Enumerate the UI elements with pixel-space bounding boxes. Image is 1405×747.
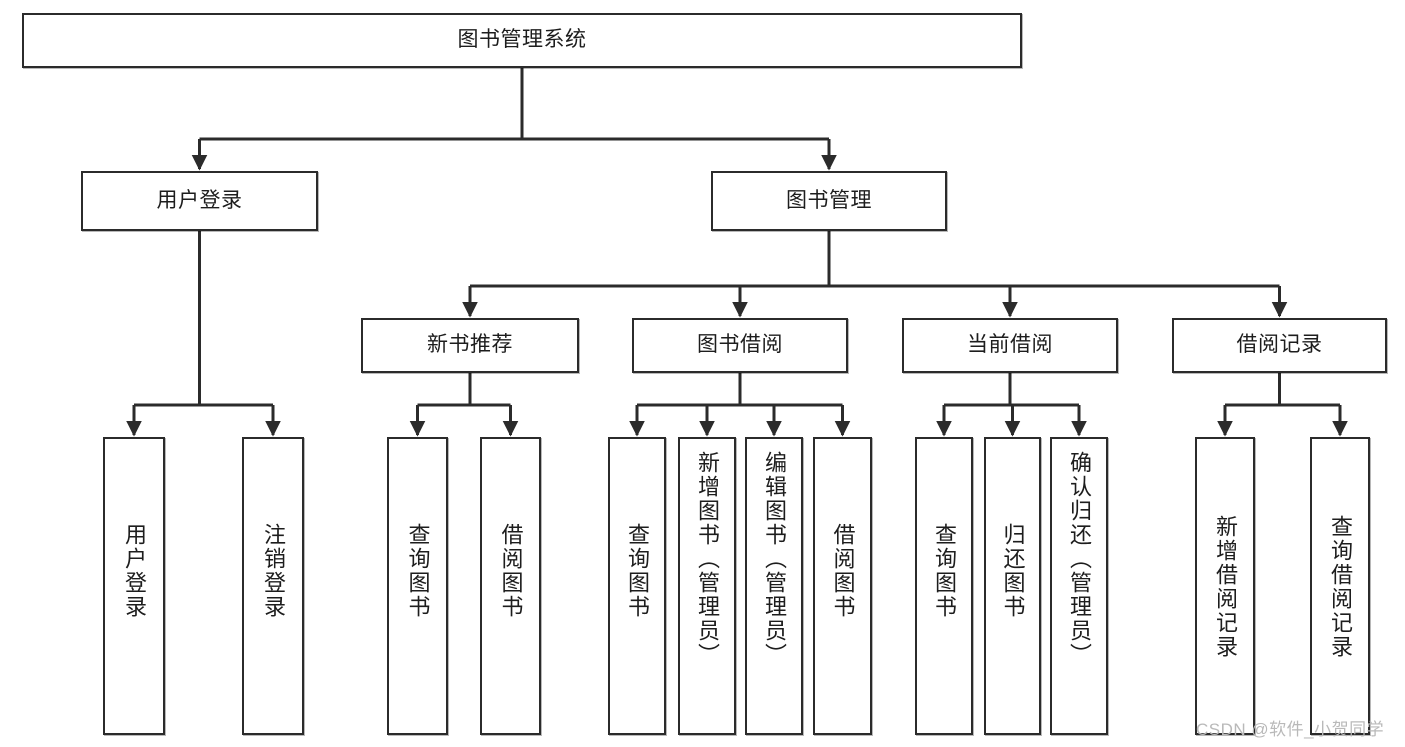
leaf-borrow-book-recommend[interactable]: 借阅图书 xyxy=(480,437,541,735)
leaf-logout-label: 注销登录 xyxy=(261,523,286,619)
node-borrowing-record-label: 借阅记录 xyxy=(1236,333,1323,357)
leaf-logout[interactable]: 注销登录 xyxy=(242,437,304,735)
leaf-confirm-return-admin[interactable]: 确认归还（管理员） xyxy=(1050,437,1108,735)
leaf-query-book-borrowing[interactable]: 查询图书 xyxy=(608,437,666,735)
leaf-add-book-admin-label: 新增图书（管理员） xyxy=(695,451,720,667)
leaf-query-book-recommend[interactable]: 查询图书 xyxy=(387,437,448,735)
node-root[interactable]: 图书管理系统 xyxy=(22,13,1022,68)
node-book-management[interactable]: 图书管理 xyxy=(711,171,947,231)
leaf-user-login-label: 用户登录 xyxy=(122,523,147,619)
leaf-borrow-book-borrowing-label: 借阅图书 xyxy=(830,523,856,619)
leaf-user-login[interactable]: 用户登录 xyxy=(103,437,165,735)
node-new-book-recommendation[interactable]: 新书推荐 xyxy=(361,318,579,373)
node-book-borrowing[interactable]: 图书借阅 xyxy=(632,318,848,373)
leaf-edit-book-admin[interactable]: 编辑图书（管理员） xyxy=(745,437,803,735)
node-current-borrowing[interactable]: 当前借阅 xyxy=(902,318,1118,373)
node-current-borrowing-label: 当前借阅 xyxy=(967,333,1053,357)
leaf-borrow-book-borrowing[interactable]: 借阅图书 xyxy=(813,437,872,735)
leaf-query-book-borrowing-label: 查询图书 xyxy=(625,523,650,619)
leaf-return-book-label: 归还图书 xyxy=(1000,523,1026,619)
node-book-management-label: 图书管理 xyxy=(786,188,872,212)
leaf-query-book-current[interactable]: 查询图书 xyxy=(915,437,973,735)
node-root-label: 图书管理系统 xyxy=(457,28,587,52)
leaf-query-book-recommend-label: 查询图书 xyxy=(405,523,431,619)
leaf-query-borrow-record-label: 查询借阅记录 xyxy=(1328,515,1353,659)
leaf-add-borrow-record[interactable]: 新增借阅记录 xyxy=(1195,437,1255,735)
leaf-confirm-return-admin-label: 确认归还（管理员） xyxy=(1067,451,1092,667)
watermark-csdn: CSDN @软件_小贺同学 xyxy=(1196,720,1385,739)
leaf-edit-book-admin-label: 编辑图书（管理员） xyxy=(762,451,787,667)
node-user-login-label: 用户登录 xyxy=(156,188,243,212)
leaf-query-borrow-record[interactable]: 查询借阅记录 xyxy=(1310,437,1370,735)
leaf-return-book[interactable]: 归还图书 xyxy=(984,437,1041,735)
leaf-add-borrow-record-label: 新增借阅记录 xyxy=(1213,515,1238,659)
node-borrowing-record[interactable]: 借阅记录 xyxy=(1172,318,1387,373)
leaf-query-book-current-label: 查询图书 xyxy=(932,523,957,619)
node-new-book-recommendation-label: 新书推荐 xyxy=(427,333,513,357)
node-book-borrowing-label: 图书借阅 xyxy=(697,333,783,357)
leaf-add-book-admin[interactable]: 新增图书（管理员） xyxy=(678,437,736,735)
leaf-borrow-book-recommend-label: 借阅图书 xyxy=(498,523,524,619)
node-user-login[interactable]: 用户登录 xyxy=(81,171,318,231)
